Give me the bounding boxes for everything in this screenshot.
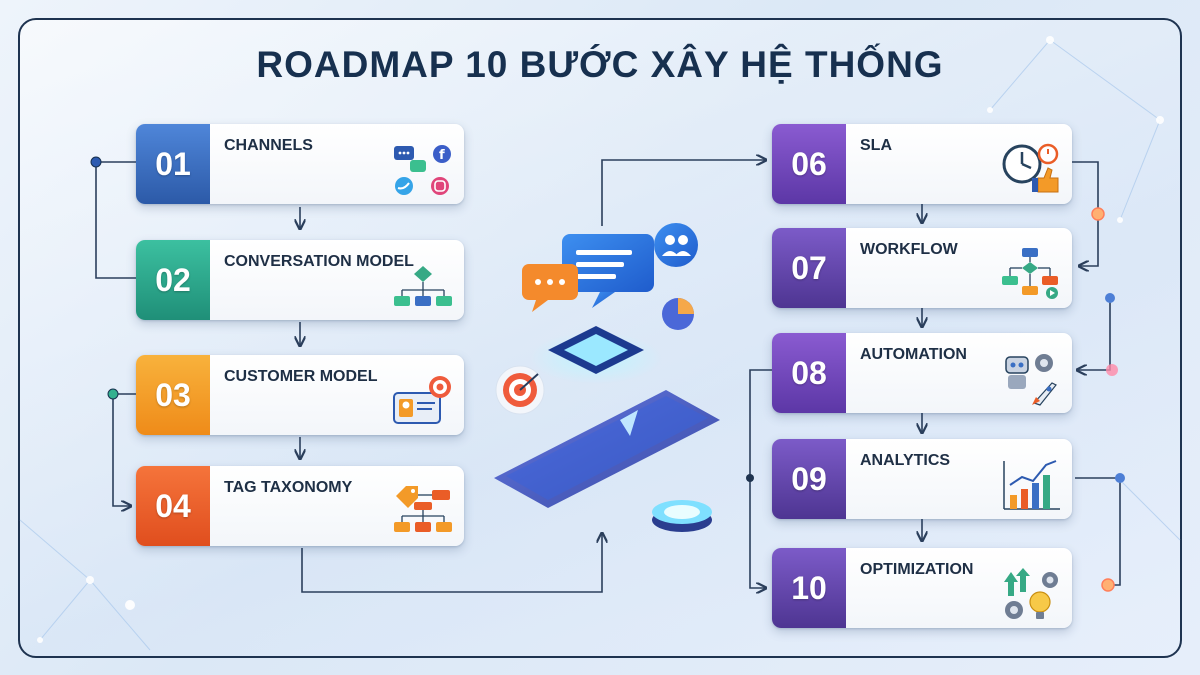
- step-number: 06: [772, 124, 846, 204]
- step-label: CONVERSATION MODEL: [224, 253, 414, 270]
- step-number: 07: [772, 228, 846, 308]
- step-label: ANALYTICS: [860, 452, 951, 469]
- step-label: SLA: [860, 137, 892, 154]
- flowchart-icon: [394, 266, 452, 306]
- profile-card-target-icon: [393, 376, 451, 424]
- step-number: 08: [772, 333, 846, 413]
- step-number: 09: [772, 439, 846, 519]
- step-04: 04 TAG TAXONOMY: [136, 466, 464, 546]
- social-channels-icon: f: [394, 145, 451, 195]
- step-10: 10 OPTIMIZATION: [772, 548, 1072, 628]
- workflow-diagram-icon: [1002, 248, 1058, 299]
- step-label: AUTOMATION: [860, 346, 967, 363]
- clock-thumbs-up-icon: [1002, 143, 1059, 193]
- step-02: 02 CONVERSATION MODEL: [136, 240, 464, 320]
- tag-hierarchy-icon: [394, 486, 452, 532]
- step-label: CHANNELS: [224, 137, 313, 154]
- step-label: OPTIMIZATION: [860, 561, 974, 578]
- step-label: TAG TAXONOMY: [224, 479, 353, 496]
- svg-text:f: f: [439, 148, 445, 163]
- robot-rocket-icon: [1005, 354, 1057, 406]
- growth-lightbulb-icon: [1004, 568, 1058, 619]
- chat-hologram-illustration: [494, 223, 720, 532]
- step-number: 02: [136, 240, 210, 320]
- bar-chart-icon: [1003, 460, 1060, 510]
- step-label: WORKFLOW: [860, 241, 958, 258]
- step-08: 08 AUTOMATION: [772, 333, 1072, 413]
- page-title: ROADMAP 10 BƯỚC XÂY HỆ THỐNG: [256, 44, 944, 85]
- step-label: CUSTOMER MODEL: [224, 368, 378, 385]
- step-09: 09 ANALYTICS: [772, 439, 1072, 519]
- step-06: 06 SLA: [772, 124, 1072, 204]
- step-number: 03: [136, 355, 210, 435]
- step-number: 04: [136, 466, 210, 546]
- step-number: 10: [772, 548, 846, 628]
- step-01: 01 CHANNELS f: [136, 124, 464, 204]
- step-07: 07 WORKFLOW: [772, 228, 1072, 308]
- step-03: 03 CUSTOMER MODEL: [136, 355, 464, 435]
- step-number: 01: [136, 124, 210, 204]
